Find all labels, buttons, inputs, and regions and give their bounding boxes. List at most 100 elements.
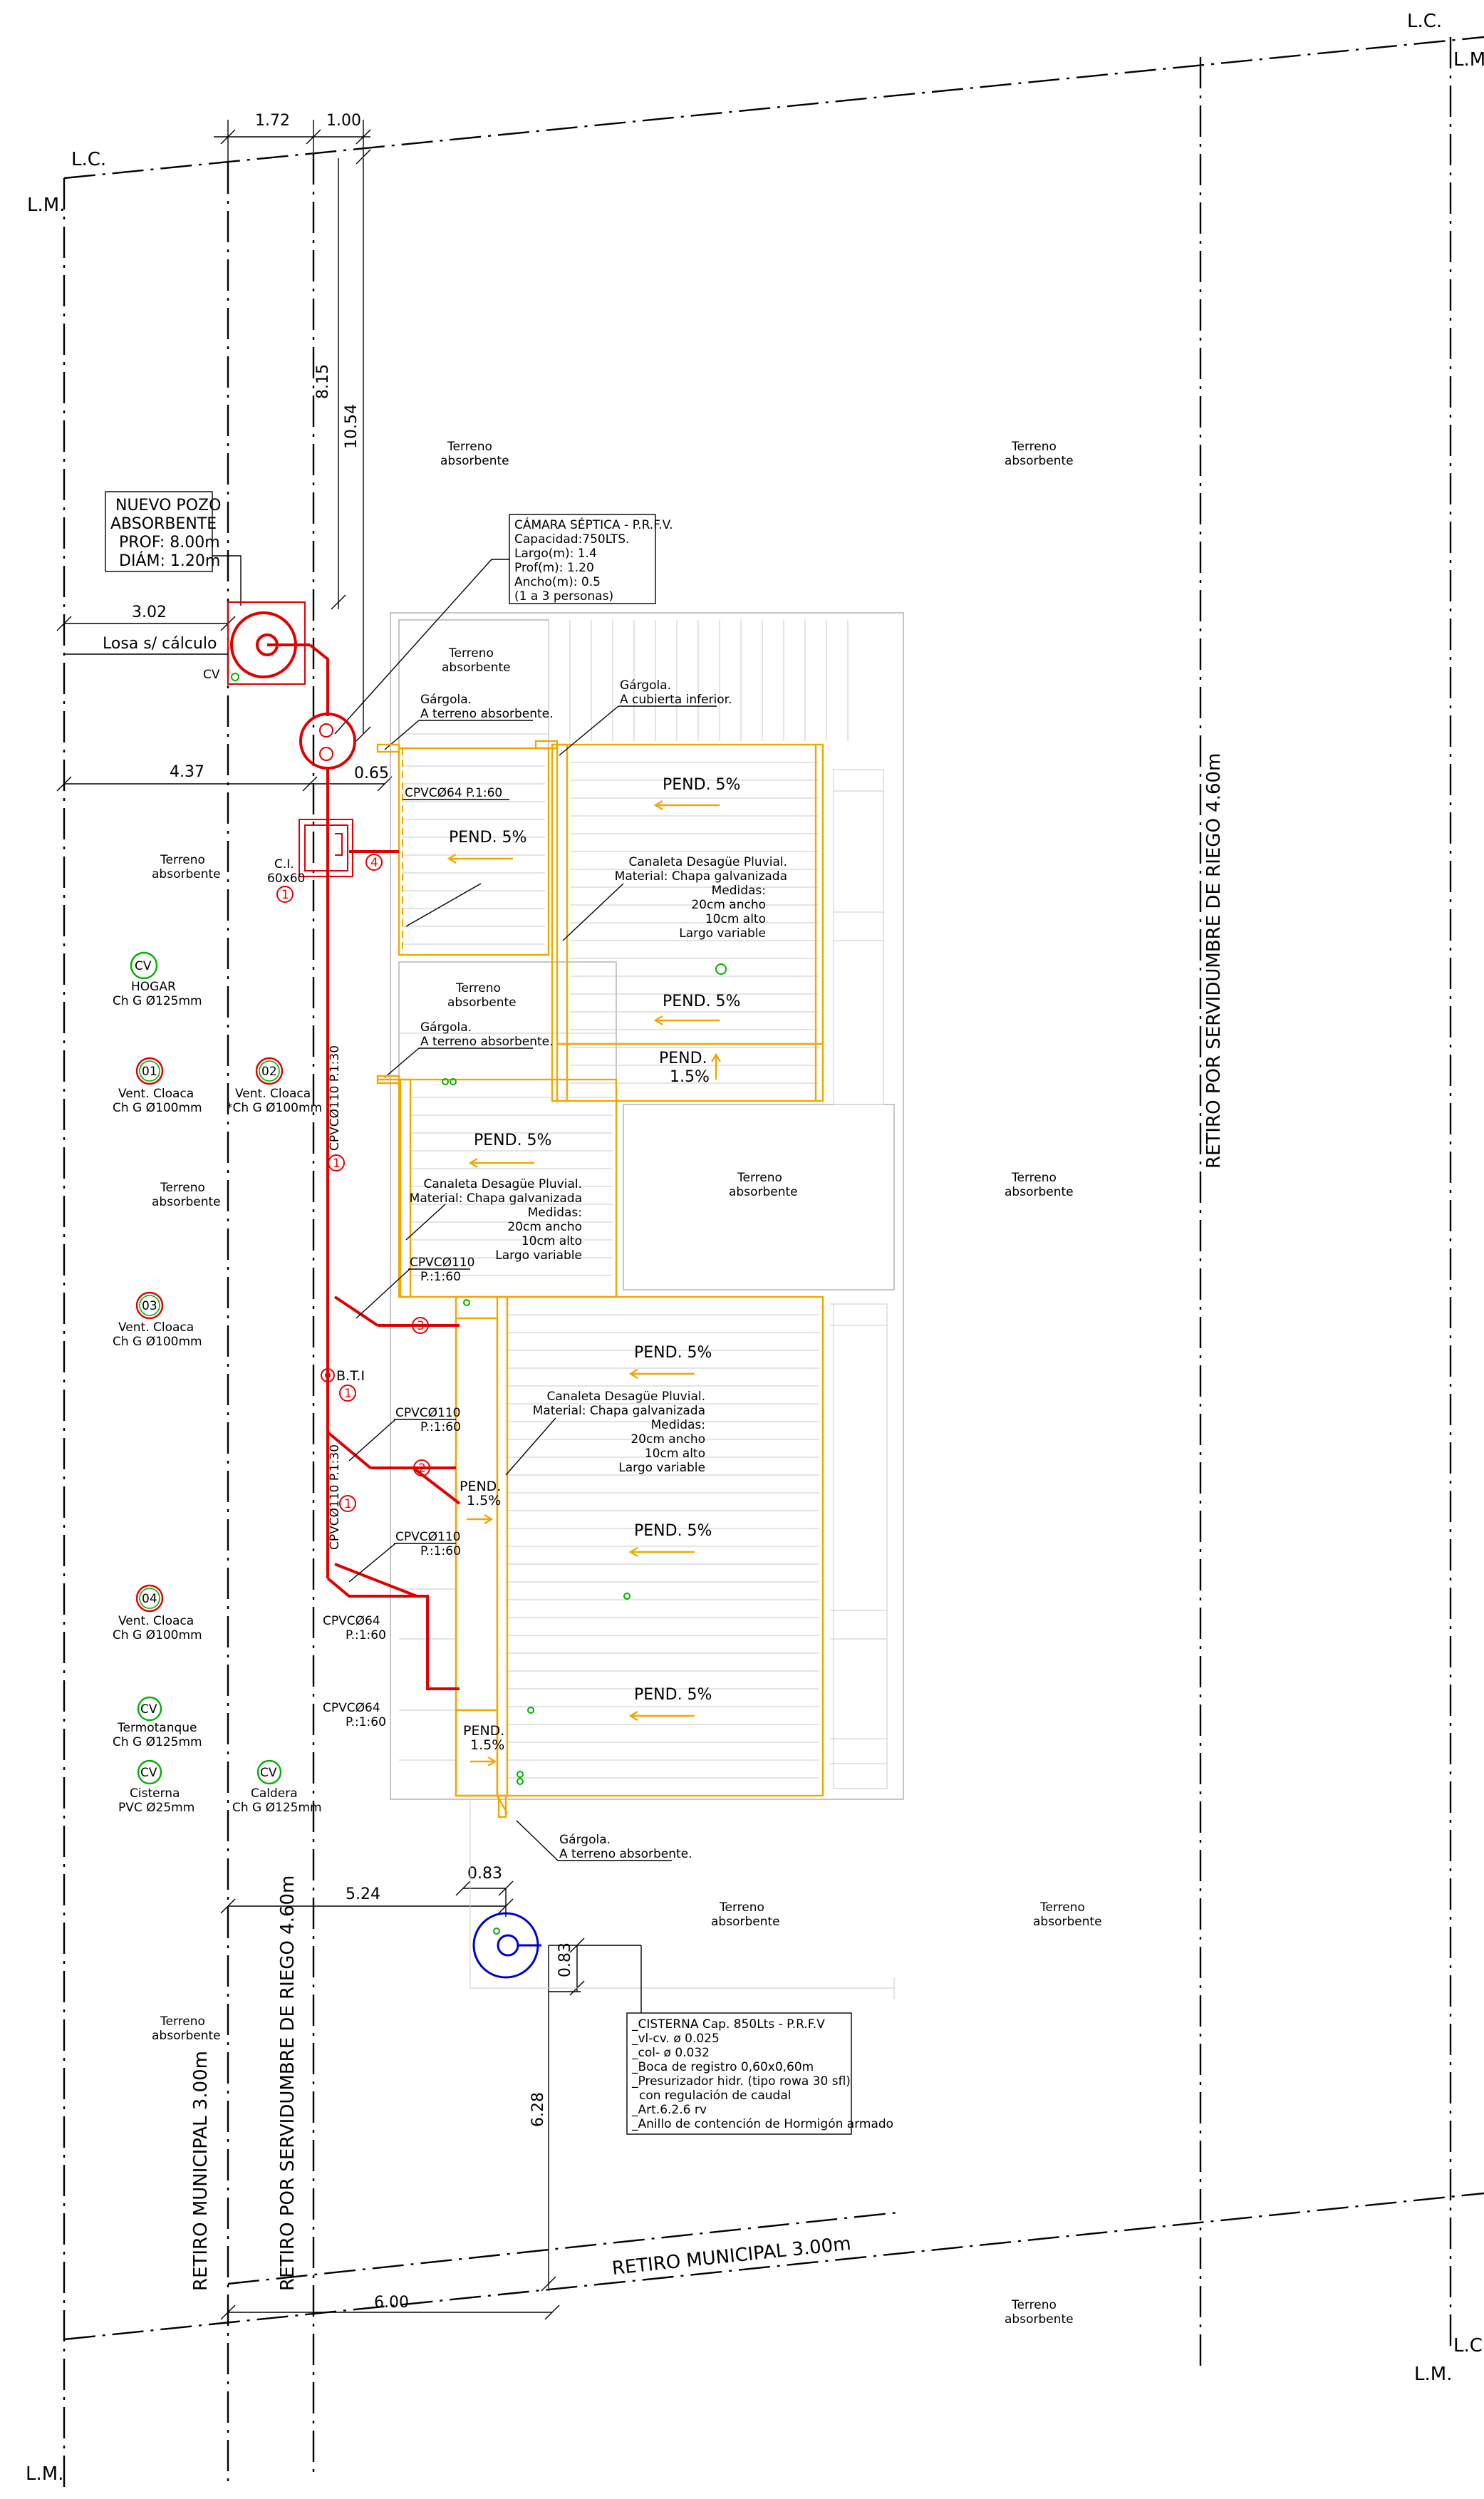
- camara-septica: CÁMARA SÉPTICA - P.R.F.V. Capacidad:750L…: [299, 514, 673, 770]
- svg-text:CPVCØ64: CPVCØ64: [323, 1701, 380, 1715]
- svg-text:P.:1:60: P.:1:60: [420, 1420, 461, 1434]
- svg-text:10cm alto: 10cm alto: [522, 1234, 582, 1248]
- svg-text:A terreno absorbente.: A terreno absorbente.: [420, 707, 554, 721]
- dim-815: 8.15: [314, 364, 332, 399]
- svg-text:CPVCØ110: CPVCØ110: [395, 1530, 460, 1544]
- svg-text:absorbente: absorbente: [1005, 1185, 1074, 1199]
- dim-302: 3.02: [132, 604, 167, 621]
- svg-text:20cm ancho: 20cm ancho: [507, 1220, 582, 1234]
- svg-text:Canaleta Desagüe Pluvial.: Canaleta Desagüe Pluvial.: [424, 1177, 582, 1191]
- lm-label-bottom-left: L.M.: [26, 2463, 63, 2485]
- vent-01: 01 Vent. Cloaca Ch G Ø100mm: [113, 1057, 202, 1115]
- svg-text:ABSORBENTE: ABSORBENTE: [110, 515, 217, 533]
- svg-text:Prof(m): 1.20: Prof(m): 1.20: [514, 561, 594, 575]
- svg-text:absorbente: absorbente: [1005, 2312, 1074, 2327]
- svg-text:Vent. Cloaca: Vent. Cloaca: [235, 1087, 311, 1101]
- gargolas: Gárgola. A terreno absorbente. Gárgola. …: [376, 678, 732, 1861]
- svg-text:Cisterna: Cisterna: [130, 1786, 180, 1801]
- terreno-label: Terreno: [719, 1900, 764, 1915]
- svg-text:absorbente: absorbente: [152, 1195, 221, 1209]
- svg-text:Medidas:: Medidas:: [712, 884, 766, 898]
- svg-text:CÁMARA SÉPTICA - P.R.F.V.: CÁMARA SÉPTICA - P.R.F.V.: [514, 517, 673, 532]
- svg-text:1: 1: [344, 1497, 352, 1511]
- svg-text:P.:1:60: P.:1:60: [346, 1715, 386, 1729]
- svg-text:4: 4: [370, 856, 378, 870]
- vent-cisterna: CV Cisterna PVC Ø25mm: [118, 1759, 194, 1815]
- svg-text:Gárgola.: Gárgola.: [559, 1833, 611, 1847]
- terreno-label: Terreno: [160, 2014, 205, 2029]
- svg-text:Largo variable: Largo variable: [495, 1248, 582, 1263]
- roof-drain-markers: [442, 963, 727, 1935]
- lc-label-left: L.C.: [71, 149, 106, 170]
- svg-text:Largo variable: Largo variable: [679, 926, 766, 941]
- svg-text:PVC Ø25mm: PVC Ø25mm: [118, 1801, 194, 1815]
- svg-text:01: 01: [142, 1065, 157, 1079]
- svg-text:CPVCØ110: CPVCØ110: [395, 1406, 460, 1420]
- svg-text:PEND. 5%: PEND. 5%: [474, 1132, 551, 1149]
- svg-text:absorbente: absorbente: [729, 1185, 798, 1199]
- terreno-label: Terreno: [1011, 440, 1057, 454]
- svg-text:*Ch G Ø100mm: *Ch G Ø100mm: [227, 1101, 322, 1115]
- svg-text:1.5%: 1.5%: [470, 1737, 504, 1753]
- svg-text:absorbente: absorbente: [711, 1915, 780, 1929]
- vent-caldera: CV Caldera Ch G Ø125mm: [232, 1759, 322, 1815]
- svg-text:Gárgola.: Gárgola.: [420, 693, 472, 707]
- svg-text:absorbente: absorbente: [440, 454, 509, 468]
- dim-100: 1.00: [326, 112, 361, 130]
- svg-text:PEND. 5%: PEND. 5%: [663, 776, 740, 794]
- svg-text:CV: CV: [260, 1766, 277, 1780]
- svg-text:CPVCØ64: CPVCØ64: [323, 1614, 380, 1628]
- slope-labels: PEND. 5% PEND. 5% PEND. 5% PEND. 1.5% PE…: [447, 776, 740, 1767]
- terreno-label: Terreno: [1011, 1171, 1057, 1185]
- pipe-labels: CPVCØ64 P.1:60 CPVCØ110 P.1:30 CPVCØ110 …: [323, 786, 509, 1729]
- svg-text:A terreno absorbente.: A terreno absorbente.: [420, 1035, 554, 1049]
- svg-text:Caldera: Caldera: [251, 1786, 298, 1801]
- svg-text:absorbente: absorbente: [152, 867, 221, 881]
- svg-text:_vl-cv. ø 0.025: _vl-cv. ø 0.025: [631, 2032, 720, 2046]
- svg-text:3: 3: [417, 1319, 425, 1333]
- svg-text:PEND.: PEND.: [463, 1723, 504, 1739]
- svg-text:PEND. 5%: PEND. 5%: [634, 1522, 712, 1540]
- svg-text:_Art.6.2.6 rv: _Art.6.2.6 rv: [631, 2103, 707, 2117]
- svg-text:absorbente: absorbente: [1033, 1915, 1102, 1929]
- vent-04: 04 Vent. Cloaca Ch G Ø100mm: [113, 1584, 202, 1642]
- canaleta-notes: Canaleta Desagüe Pluvial. Material: Chap…: [405, 855, 787, 1476]
- svg-text:P.:1:60: P.:1:60: [346, 1628, 386, 1642]
- svg-text:1.5%: 1.5%: [467, 1493, 501, 1509]
- svg-text:P.:1:60: P.:1:60: [420, 1544, 461, 1558]
- vent-hogar: CV HOGAR Ch G Ø125mm: [113, 951, 202, 1008]
- svg-text:Material: Chapa galvanizada: Material: Chapa galvanizada: [615, 869, 787, 884]
- dim-172: 1.72: [255, 112, 290, 130]
- svg-text:20cm ancho: 20cm ancho: [691, 898, 766, 912]
- lm-label-left: L.M.: [27, 195, 65, 216]
- svg-text:20cm ancho: 20cm ancho: [631, 1432, 705, 1447]
- cisterna-tank: [472, 1888, 541, 1979]
- terreno-labels: Terreno absorbente Terreno absorbente Te…: [152, 440, 1102, 2327]
- svg-text:Canaleta Desagüe Pluvial.: Canaleta Desagüe Pluvial.: [547, 1390, 705, 1404]
- svg-text:Ch G Ø125mm: Ch G Ø125mm: [113, 994, 202, 1008]
- svg-text:Ch G Ø100mm: Ch G Ø100mm: [113, 1101, 202, 1115]
- svg-text:absorbente: absorbente: [152, 2029, 221, 2043]
- svg-text:CPVCØ110 P.1:30: CPVCØ110 P.1:30: [328, 1444, 342, 1550]
- svg-text:CV: CV: [140, 1766, 157, 1780]
- svg-text:1: 1: [333, 1157, 341, 1171]
- terreno-label: Terreno: [737, 1171, 782, 1185]
- svg-text:03: 03: [142, 1299, 157, 1313]
- svg-text:Termotanque: Termotanque: [117, 1721, 197, 1735]
- vent-02: 02 Vent. Cloaca *Ch G Ø100mm: [227, 1057, 322, 1115]
- svg-text:04: 04: [142, 1592, 157, 1606]
- retiro-riego-right: RETIRO POR SERVIDUMBRE DE RIEGO 4.60m: [1203, 753, 1225, 1169]
- dim-437: 4.37: [170, 763, 204, 781]
- terreno-label: Terreno: [160, 853, 205, 867]
- svg-text:Vent. Cloaca: Vent. Cloaca: [118, 1320, 194, 1335]
- lm-label-right: L.M.: [1453, 49, 1484, 71]
- svg-text:_Boca de registro 0,60x0,60m: _Boca de registro 0,60x0,60m: [631, 2060, 814, 2074]
- retiro-municipal-vertical: RETIRO MUNICIPAL 3.00m: [190, 2051, 212, 2291]
- terreno-label: Terreno: [1011, 2298, 1057, 2312]
- svg-text:1.5%: 1.5%: [670, 1068, 710, 1086]
- svg-text:PEND. 5%: PEND. 5%: [663, 993, 740, 1010]
- svg-text:absorbente: absorbente: [447, 995, 517, 1010]
- svg-text:Ch G Ø100mm: Ch G Ø100mm: [113, 1628, 202, 1642]
- cisterna-note: _CISTERNA Cap. 850Lts - P.R.F.V _vl-cv. …: [626, 1945, 893, 2135]
- lc-label-right: L.C.: [1407, 11, 1442, 32]
